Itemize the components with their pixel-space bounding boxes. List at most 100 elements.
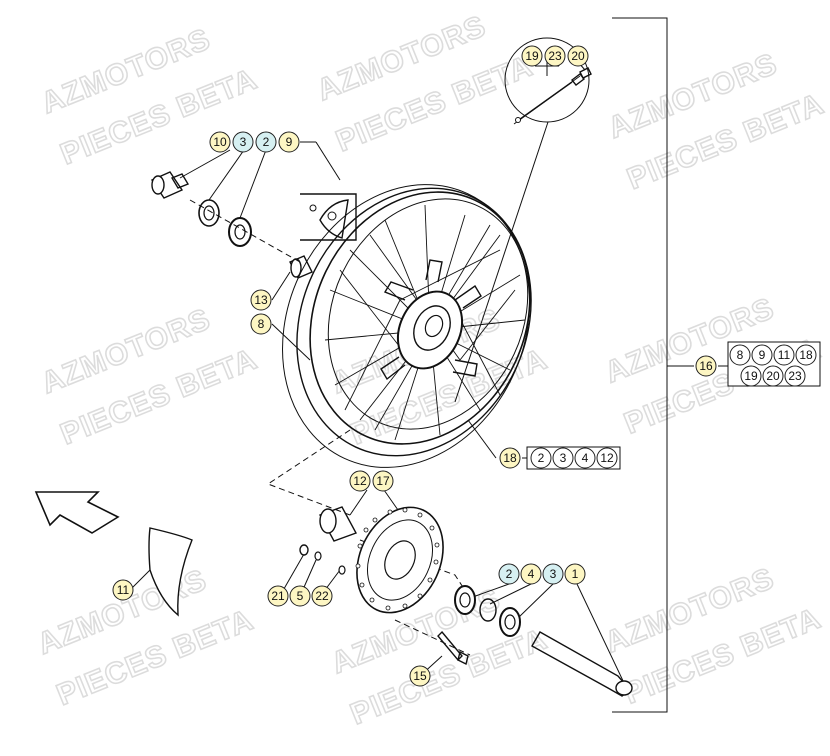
callout-number: 17 [376, 474, 390, 488]
wheel [282, 184, 532, 468]
callout-circle [544, 45, 566, 67]
callout-circle [250, 313, 272, 335]
callout-circle [349, 470, 371, 492]
callout-circle [209, 131, 231, 153]
callout-number: 20 [571, 49, 585, 63]
callout-c8: 8 [250, 313, 272, 335]
callout-circle [530, 447, 552, 469]
callout-number: 8 [258, 317, 265, 331]
callout-c16_g3: 11 [773, 344, 795, 366]
callout-circle [574, 447, 596, 469]
callout-number: 23 [548, 49, 562, 63]
callout-circle [372, 470, 394, 492]
callout-circle [255, 131, 277, 153]
callout-c3a: 3 [232, 131, 254, 153]
callout-number: 3 [240, 135, 247, 149]
callout-c10: 10 [209, 131, 231, 153]
callout-c18: 18 [499, 447, 521, 469]
callout-number: 22 [315, 589, 329, 603]
callout-number: 4 [582, 451, 589, 465]
callout-c16_g6: 20 [762, 365, 784, 387]
callout-circle [520, 563, 542, 585]
callout-circle [289, 585, 311, 607]
callout-circle [112, 579, 134, 601]
callout-c15: 15 [409, 665, 431, 687]
callout-circle [250, 289, 272, 311]
callout-circle [564, 563, 586, 585]
callout-c11: 11 [112, 579, 134, 601]
callout-circle [762, 365, 784, 387]
right-hub-parts [299, 506, 633, 697]
callout-c3b: 3 [542, 563, 564, 585]
callout-c18_g2: 3 [552, 447, 574, 469]
callout-number: 13 [254, 293, 268, 307]
callout-circle [409, 665, 431, 687]
callout-circle [267, 585, 289, 607]
callout-number: 12 [353, 474, 367, 488]
callout-c4: 4 [520, 563, 542, 585]
callout-number: 18 [799, 348, 813, 362]
callout-c23: 23 [544, 45, 566, 67]
callout-c18_g1: 2 [530, 447, 552, 469]
callout-number: 3 [550, 567, 557, 581]
callout-number: 10 [213, 135, 227, 149]
callout-c2a: 2 [255, 131, 277, 153]
rim-strip [148, 527, 193, 617]
callout-number: 23 [788, 369, 802, 383]
callout-circle [552, 447, 574, 469]
callout-number: 2 [506, 567, 513, 581]
callout-number: 2 [263, 135, 270, 149]
callout-number: 18 [503, 451, 517, 465]
callout-c9: 9 [278, 131, 300, 153]
callout-circle [773, 344, 795, 366]
callout-c16_g7: 23 [784, 365, 806, 387]
callout-number: 11 [117, 583, 130, 597]
callout-number: 4 [528, 567, 535, 581]
callout-circle [567, 45, 589, 67]
callout-c2b: 2 [498, 563, 520, 585]
callout-c16_g5: 19 [740, 365, 762, 387]
callout-circle [596, 447, 618, 469]
callout-c1: 1 [564, 563, 586, 585]
callout-circle [311, 585, 333, 607]
callout-c18_g4: 12 [596, 447, 618, 469]
callout-circle [278, 131, 300, 153]
callout-c16_g4: 18 [795, 344, 817, 366]
callout-circle [751, 344, 773, 366]
callout-number: 16 [699, 359, 713, 373]
callout-number: 1 [572, 567, 579, 581]
callout-number: 19 [744, 369, 758, 383]
callout-c17: 17 [372, 470, 394, 492]
callout-c5: 5 [289, 585, 311, 607]
callout-number: 12 [600, 451, 614, 465]
callout-number: 21 [271, 589, 285, 603]
callout-c12: 12 [349, 470, 371, 492]
callout-c16_g2: 9 [751, 344, 773, 366]
callout-c18_g3: 4 [574, 447, 596, 469]
callout-circle [521, 45, 543, 67]
callout-number: 20 [766, 369, 780, 383]
callout-circle [499, 447, 521, 469]
callout-circle [498, 563, 520, 585]
callout-c13: 13 [250, 289, 272, 311]
callout-circle [542, 563, 564, 585]
callout-circle [729, 344, 751, 366]
callout-c16: 16 [695, 355, 717, 377]
callout-circle [795, 344, 817, 366]
callout-c22: 22 [311, 585, 333, 607]
callout-number: 2 [538, 451, 545, 465]
callout-c19: 19 [521, 45, 543, 67]
direction-arrow-icon [34, 491, 120, 534]
callout-c16_g1: 8 [729, 344, 751, 366]
callout-number: 9 [286, 135, 293, 149]
callout-circle [695, 355, 717, 377]
callout-c20: 20 [567, 45, 589, 67]
callout-circle [740, 365, 762, 387]
leader-lines [129, 141, 626, 686]
callout-number: 11 [778, 348, 791, 362]
callout-c21: 21 [267, 585, 289, 607]
callout-number: 5 [297, 589, 304, 603]
callout-circle [232, 131, 254, 153]
